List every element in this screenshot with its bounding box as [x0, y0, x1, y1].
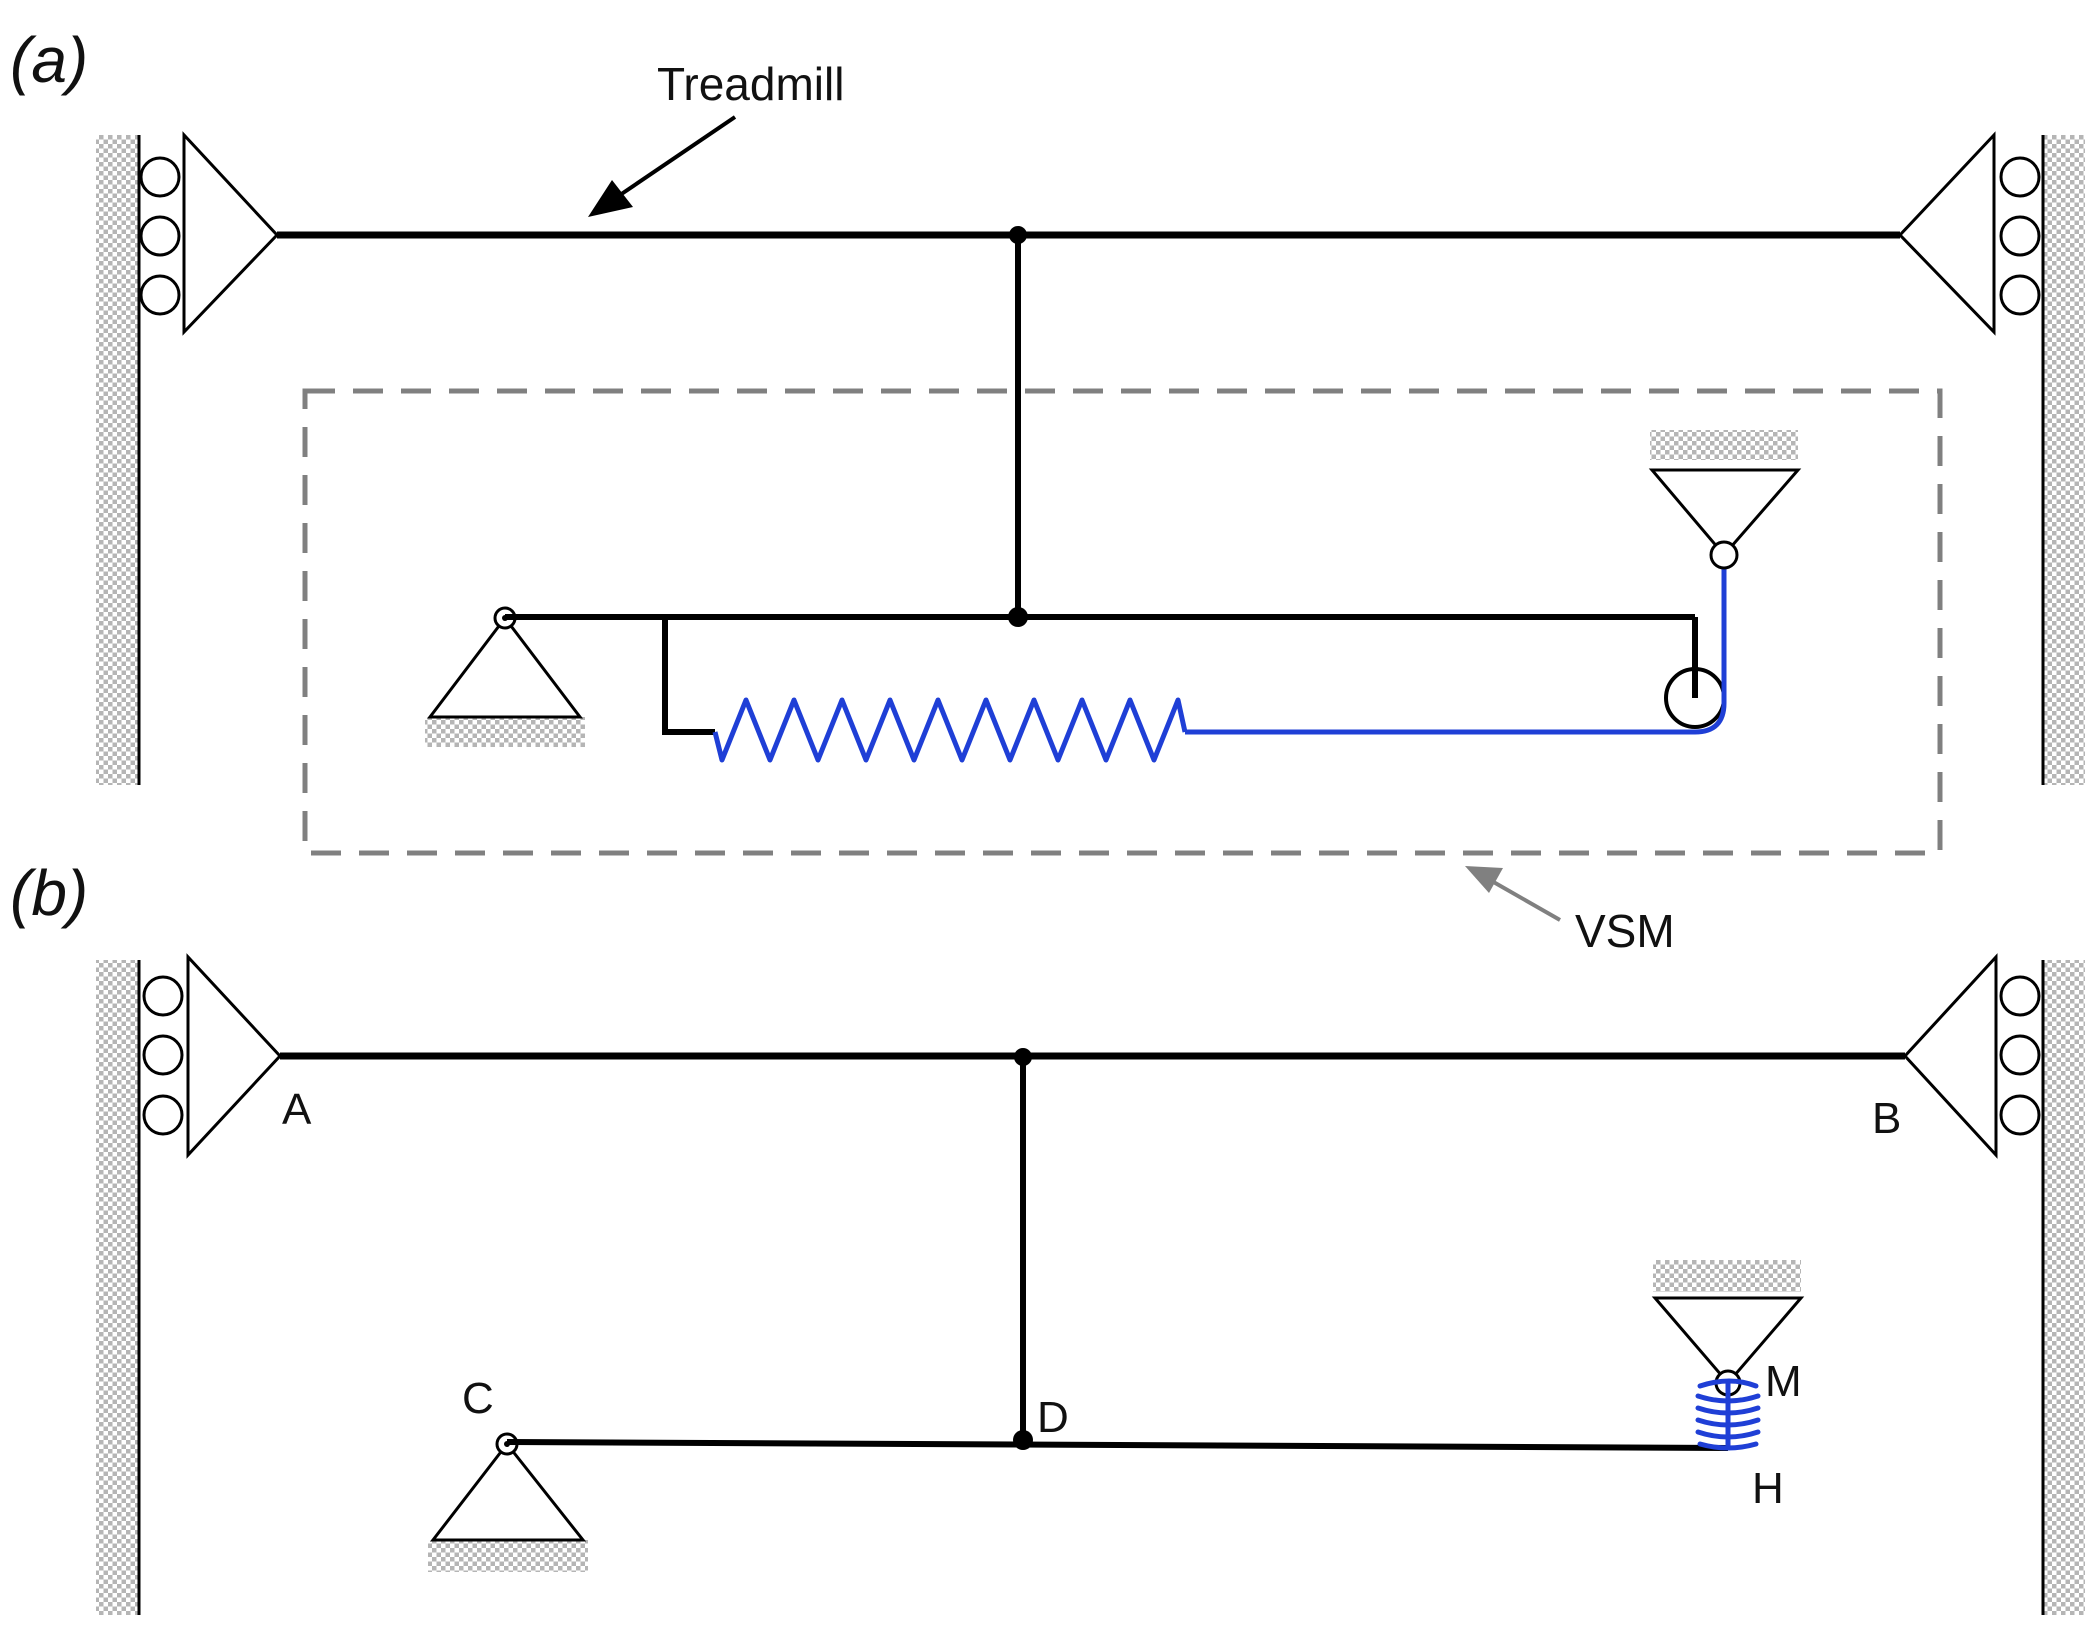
ground-pivot-left-b: [428, 1432, 588, 1572]
panel-b-label: (b): [10, 857, 88, 929]
treadmill-arrow: [588, 115, 737, 217]
point-c-label: C: [462, 1374, 494, 1423]
lever-joint-a: [1008, 607, 1028, 627]
point-b-label: B: [1872, 1094, 1901, 1143]
lever-arm-b: [506, 1439, 1729, 1451]
point-m-label: M: [1765, 1357, 1802, 1406]
left-roller-support-a: [139, 131, 280, 336]
coil-spring-b: [1695, 1378, 1761, 1451]
panel-b: (b) A B: [10, 857, 2085, 1615]
point-d-label: D: [1037, 1393, 1069, 1442]
vsm-label: VSM: [1575, 905, 1675, 957]
left-roller-support-b: [142, 953, 283, 1159]
lever-bracket-a: [662, 617, 715, 735]
left-wall-a: [96, 135, 141, 785]
treadmill-label: Treadmill: [657, 58, 844, 110]
vsm-arrow: [1465, 866, 1561, 922]
cable-a: [1185, 555, 1727, 735]
right-roller-support-b: [1902, 953, 2041, 1159]
point-a-label: A: [282, 1085, 312, 1134]
point-h-label: H: [1752, 1464, 1784, 1513]
lever-joint-b: [1013, 1430, 1033, 1450]
ground-pivot-left-a: [425, 606, 585, 747]
ground-anchor-b: [1651, 1260, 1805, 1397]
right-roller-support-a: [1897, 131, 2041, 336]
vsm-box: [302, 388, 1943, 856]
left-wall-b: [96, 960, 141, 1615]
panel-a: (a) Treadmill: [10, 24, 2085, 856]
right-wall-b: [2041, 960, 2085, 1615]
spring-zigzag-a: [712, 697, 1188, 763]
ground-anchor-a: [1648, 430, 1802, 570]
right-wall-a: [2041, 135, 2085, 785]
panel-a-label: (a): [10, 24, 88, 96]
